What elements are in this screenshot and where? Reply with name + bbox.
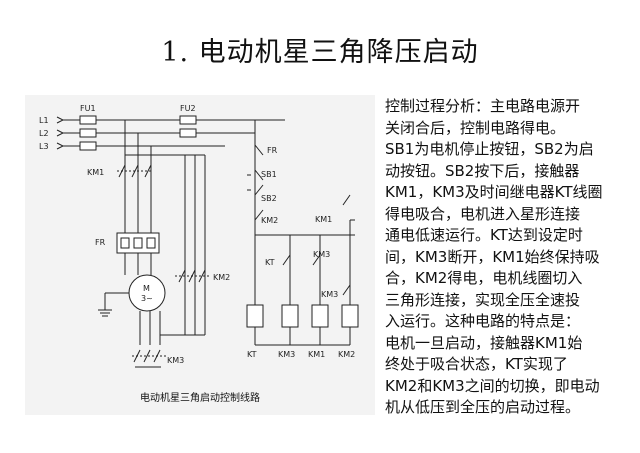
label-km3-ctrl-a: KM3 <box>313 250 330 259</box>
label-km1-main: KM1 <box>87 168 104 177</box>
switch-arrow-l1 <box>56 116 65 124</box>
analysis-line: 通电低速运行。KT达到设定时 <box>385 226 583 244</box>
switch-arrow-l3 <box>56 142 65 150</box>
coil-km3 <box>281 304 299 328</box>
analysis-line: 控制过程分析：主电路电源开 <box>385 97 581 115</box>
fuse-fu1-l1 <box>79 115 97 125</box>
switch-arrow-l2 <box>56 129 65 137</box>
analysis-line: 三角形连接，实现全压全速投 <box>385 290 581 309</box>
label-l2: L2 <box>39 129 49 138</box>
label-l1: L1 <box>39 116 49 125</box>
label-km3-ctrl-b: KM3 <box>321 290 338 299</box>
label-coil-km3: KM3 <box>278 350 295 359</box>
label-km2-ctrl: KM2 <box>261 216 278 225</box>
label-fu2: FU2 <box>180 104 196 113</box>
label-l3: L3 <box>39 142 49 151</box>
label-motor-phase: 3~ <box>141 294 153 303</box>
fuse-fu2-a <box>179 115 197 125</box>
analysis-line: KM2和KM3之间的切换，即电动 <box>385 376 600 395</box>
label-km1-ctrl: KM1 <box>315 215 332 224</box>
page-title: 1. 电动机星三角降压启动 <box>161 37 479 68</box>
label-motor: M <box>143 284 150 293</box>
analysis-line: SB1为电机停止按钮，SB2为启 <box>385 140 594 158</box>
analysis-line: 关闭合后，控制电路得电。 <box>385 118 566 137</box>
label-sb1: SB1 <box>261 170 277 179</box>
analysis-line: KM1，KM3及时间继电器KT线圈 <box>385 183 603 201</box>
thermal-relay-fr-main <box>116 232 160 254</box>
label-km3-main: KM3 <box>167 356 184 365</box>
coil-km2 <box>341 304 359 328</box>
motor-symbol <box>128 274 166 312</box>
analysis-line: 终处于吸合状态，KT实现了 <box>385 355 568 373</box>
analysis-line: 电机一旦启动，接触器KM1始 <box>385 333 583 352</box>
circuit-diagram: L1 L2 L3 FU1 FU2 KM1 FR M 3~ KM2 KM3 FR … <box>39 104 359 368</box>
label-fr-main: FR <box>95 238 106 247</box>
label-fr-ctrl: FR <box>267 146 278 155</box>
label-fu1: FU1 <box>80 104 96 113</box>
analysis-line: 动按钮。SB2按下后，接触器 <box>385 161 580 180</box>
label-coil-kt: KT <box>247 350 257 359</box>
label-coil-km2: KM2 <box>338 350 355 359</box>
analysis-line: 得电吸合，电机进入星形连接 <box>385 204 581 223</box>
analysis-line: 间，KM3断开，KM1始终保持吸 <box>385 247 600 266</box>
label-kt-ctrl: KT <box>265 258 275 267</box>
label-coil-km1: KM1 <box>308 350 325 359</box>
label-km2-main: KM2 <box>213 273 230 282</box>
diagram-caption: 电动机星三角启动控制线路 <box>140 393 260 404</box>
label-sb2: SB2 <box>261 194 277 203</box>
coil-km1 <box>311 304 329 328</box>
fuse-fu1-l2 <box>79 128 97 138</box>
analysis-line: 入运行。这种电路的特点是： <box>385 312 581 330</box>
analysis-line: 合，KM2得电，电机线圈切入 <box>385 269 583 287</box>
analysis-text: 控制过程分析：主电路电源开 关闭合后，控制电路得电。 SB1为电机停止按钮，SB… <box>385 96 635 419</box>
fuse-fu1-l3 <box>79 141 97 151</box>
circuit-diagram-panel: L1 L2 L3 FU1 FU2 KM1 FR M 3~ KM2 KM3 FR … <box>25 95 375 415</box>
analysis-line: 机从低压到全压的启动过程。 <box>385 398 581 416</box>
coil-kt <box>246 304 264 328</box>
fuse-fu2-b <box>179 128 197 138</box>
